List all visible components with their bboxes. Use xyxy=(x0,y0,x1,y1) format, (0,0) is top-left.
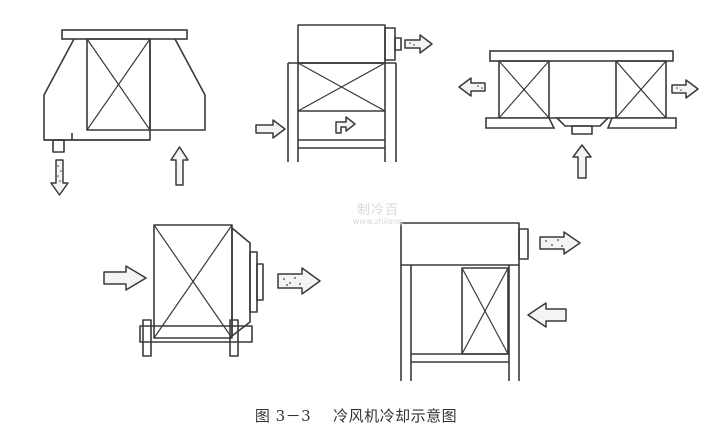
airflow-up-bent-arrow xyxy=(335,116,356,134)
watermark: 制冷百 www.zhileng xyxy=(338,203,418,227)
figure-caption: 图 3－3 冷风机冷却示意图 xyxy=(0,405,712,426)
airflow-out-right-arrow xyxy=(671,79,699,99)
fan-hood xyxy=(384,27,396,61)
fan-casing xyxy=(297,24,386,64)
fan-housing xyxy=(555,117,610,127)
unit-ceiling-box xyxy=(255,24,433,162)
mounting-plate xyxy=(489,50,674,62)
unit-twin-coil xyxy=(458,50,699,179)
unit-ceiling-splay xyxy=(43,29,206,196)
leg-left xyxy=(142,319,152,357)
watermark-main: 制冷百 xyxy=(356,203,399,218)
fan-casing xyxy=(400,222,520,266)
fan-outlet xyxy=(394,37,402,51)
coil-cross-b xyxy=(297,62,386,112)
coil-box xyxy=(86,38,151,131)
fan-hood xyxy=(518,228,529,260)
coil-box xyxy=(297,62,386,112)
fan-ring xyxy=(249,251,258,313)
base-frame xyxy=(139,325,253,343)
watermark-sub: www.zhileng xyxy=(352,217,404,227)
airflow-in-up-arrow xyxy=(170,146,189,186)
drain-pipe xyxy=(52,139,65,153)
coil-cross-b xyxy=(153,224,233,339)
airflow-out-down-arrow xyxy=(50,159,69,196)
drip-tray-right xyxy=(606,117,677,129)
fan-housing xyxy=(231,227,251,337)
airflow-out-left-arrow xyxy=(458,77,486,97)
unit-floor-horizontal xyxy=(103,224,321,357)
casing-right xyxy=(150,38,206,131)
coil-cross-b xyxy=(461,267,509,355)
fan-outlet xyxy=(256,263,264,301)
figure-title: 冷风机冷却示意图 xyxy=(333,407,458,425)
airflow-out-right-arrow xyxy=(404,34,433,54)
airflow-in-left-arrow xyxy=(527,302,567,328)
unit-floor-frame xyxy=(400,222,581,381)
leg-right xyxy=(229,319,239,357)
fan-outlet xyxy=(571,125,593,135)
airflow-out-right-arrow xyxy=(539,231,581,255)
airflow-out-right-arrow xyxy=(277,267,321,295)
drip-tray-left xyxy=(485,117,556,129)
airflow-in-right-arrow xyxy=(103,265,147,291)
airflow-in-up-arrow xyxy=(572,144,592,179)
coil-cross-b xyxy=(86,38,151,131)
figure-number: 图 3－3 xyxy=(254,407,312,425)
mounting-plate xyxy=(61,29,188,40)
airflow-in-right-arrow xyxy=(255,119,286,139)
